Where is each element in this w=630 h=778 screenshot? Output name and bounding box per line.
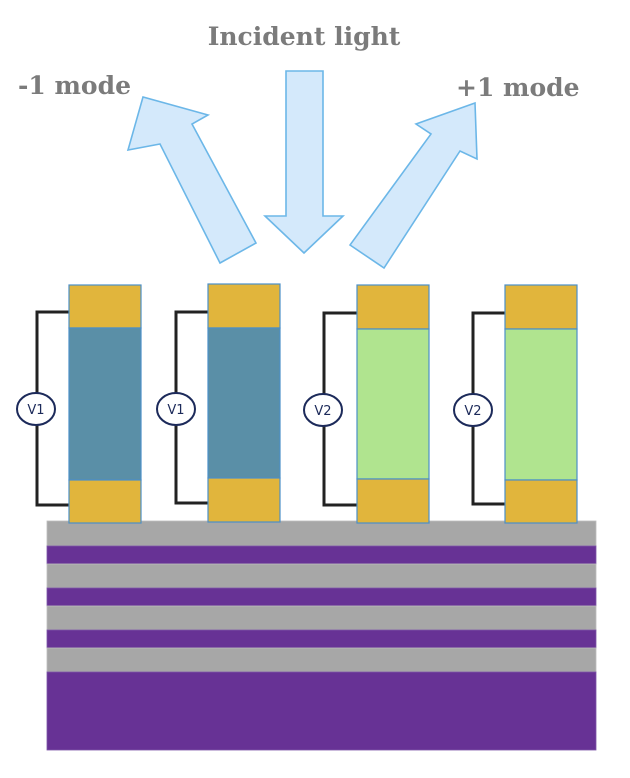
bottom-electrode: [504, 479, 578, 524]
tunable-core: [68, 327, 142, 481]
incident-light-arrow: [262, 70, 346, 255]
multilayer-substrate: [46, 520, 597, 751]
voltage-label: V1: [167, 403, 184, 418]
top-electrode: [68, 284, 142, 329]
voltage-label: V2: [464, 404, 481, 419]
incident-light-label: Incident light: [208, 22, 401, 51]
minus-one-mode-label: -1 mode: [18, 71, 131, 100]
pillar-unit-2: V1: [156, 283, 281, 523]
tunable-core: [356, 328, 430, 480]
light-arrows: [126, 70, 478, 270]
top-electrode: [356, 284, 430, 330]
voltage-label: V2: [314, 404, 331, 419]
pillar-unit-3: V2: [303, 284, 430, 524]
voltmeter-icon: [453, 393, 493, 427]
tunable-core: [207, 327, 281, 479]
voltmeter-icon: [16, 392, 56, 426]
substrate-layer-gray: [46, 647, 597, 673]
plus-one-mode-label: +1 mode: [456, 73, 580, 102]
substrate-layer-purple: [46, 545, 597, 565]
substrate-base-purple: [46, 671, 597, 751]
bottom-electrode: [207, 477, 281, 523]
minus-one-mode-arrow: [126, 96, 258, 265]
top-electrode: [207, 283, 281, 329]
pillar-unit-1: V1: [16, 284, 142, 524]
substrate-layer-purple: [46, 587, 597, 607]
tunable-core: [504, 328, 578, 481]
substrate-layer-gray: [46, 520, 597, 547]
bottom-electrode: [68, 479, 142, 524]
voltage-label: V1: [27, 403, 44, 418]
top-electrode: [504, 284, 578, 330]
pillar-unit-4: V2: [453, 284, 578, 524]
bottom-electrode: [356, 478, 430, 524]
substrate-layer-purple: [46, 629, 597, 649]
voltmeter-icon: [156, 392, 196, 426]
substrate-layer-gray: [46, 563, 597, 589]
voltmeter-icon: [303, 393, 343, 427]
plus-one-mode-arrow: [348, 101, 478, 270]
substrate-layer-gray: [46, 605, 597, 631]
